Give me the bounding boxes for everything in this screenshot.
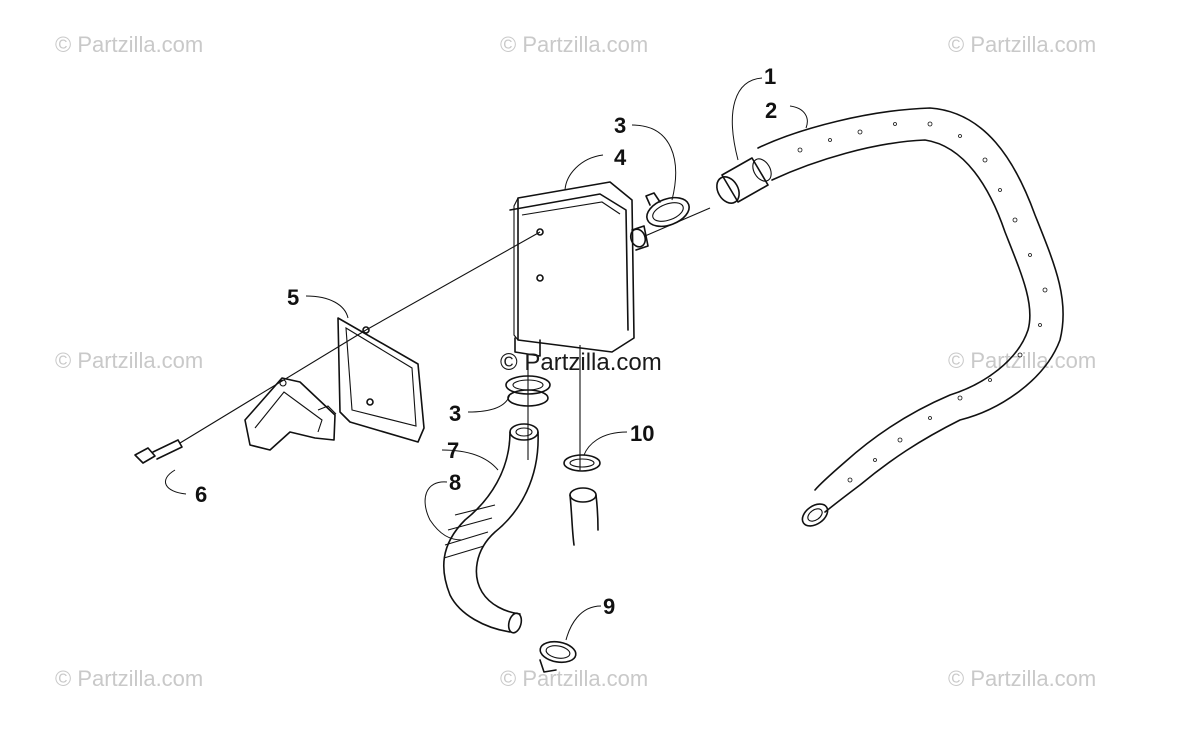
watermark-top-right: © Partzilla.com <box>948 32 1096 57</box>
part-bolt <box>134 439 183 464</box>
part-clamp-bottom <box>539 640 577 673</box>
hose-speckles <box>797 121 1048 483</box>
watermark-bottom-center: © Partzilla.com <box>500 666 648 691</box>
leader-lines <box>164 77 808 641</box>
callout-3-lower: 3 <box>449 401 461 426</box>
watermark-center: © Partzilla.com <box>500 349 662 376</box>
callout-9: 9 <box>603 594 615 619</box>
part-housing <box>509 181 649 357</box>
callout-1: 1 <box>764 64 776 89</box>
callout-6: 6 <box>195 482 207 507</box>
part-bracket <box>244 377 337 451</box>
part-fitting <box>716 157 772 204</box>
part-hose-bent <box>442 423 539 634</box>
callout-3-upper: 3 <box>614 113 626 138</box>
callout-2: 2 <box>765 98 777 123</box>
callout-7: 7 <box>447 438 459 463</box>
callouts: 1 2 3 4 5 6 3 7 8 10 9 <box>195 64 777 619</box>
part-clamp-small <box>563 454 601 546</box>
watermark-mid-right: © Partzilla.com <box>948 348 1096 373</box>
part-hose-long <box>757 107 1064 527</box>
watermark-mid-left: © Partzilla.com <box>55 348 203 373</box>
part-filter <box>337 317 425 443</box>
watermark-bottom-right: © Partzilla.com <box>948 666 1096 691</box>
callout-4: 4 <box>614 145 627 170</box>
guide-lines <box>179 207 711 470</box>
watermark-top-center: © Partzilla.com <box>500 32 648 57</box>
watermark-top-left: © Partzilla.com <box>55 32 203 57</box>
callout-5: 5 <box>287 285 299 310</box>
callout-10: 10 <box>630 421 654 446</box>
watermarks: © Partzilla.com © Partzilla.com © Partzi… <box>55 32 1096 691</box>
watermark-bottom-left: © Partzilla.com <box>55 666 203 691</box>
callout-8: 8 <box>449 470 461 495</box>
